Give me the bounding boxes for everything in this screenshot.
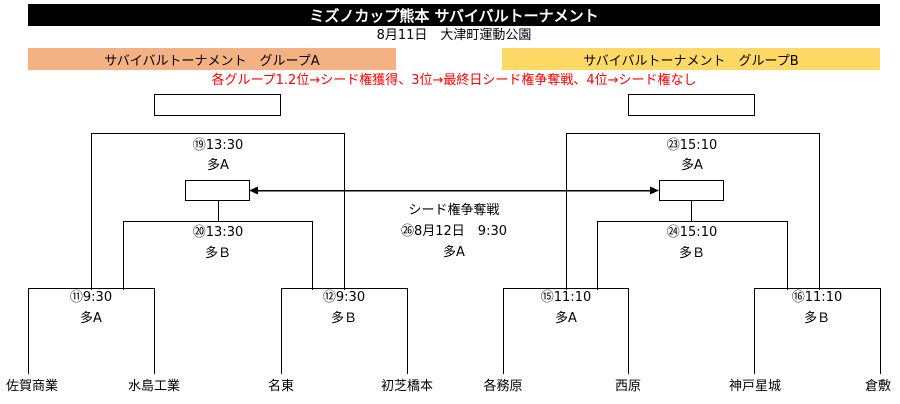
match-12-bracket <box>281 288 408 374</box>
group-a-winner-box <box>154 94 281 116</box>
group-a-header: サバイバルトーナメント グループA <box>28 48 396 70</box>
page-title: ミズノカップ熊本 サバイバルトーナメント <box>28 4 880 26</box>
team-hatsushiba-hashimoto: 初芝橋本 <box>380 379 434 394</box>
match-11-bracket <box>28 288 155 374</box>
team-saga-shogyo: 佐賀商業 <box>5 379 59 394</box>
group-a-loser-bracket <box>123 221 313 290</box>
seed-rules-notice: 各グループ1.2位→シード権獲得、3位→最終日シード権争奪戦、4位→シード権なし <box>211 73 697 88</box>
team-meito: 名東 <box>267 379 295 394</box>
match-23-time: ㉓15:10 <box>666 138 718 153</box>
team-mizushima-kogyo: 水島工業 <box>127 379 181 394</box>
match-19-time: ⑲13:30 <box>192 138 244 153</box>
match-23-venue: 多A <box>681 158 703 173</box>
match-11-venue: 多A <box>80 311 102 326</box>
match-24-venue: 多Ｂ <box>678 246 706 261</box>
match-20-venue: 多Ｂ <box>204 246 232 261</box>
group-a-final-bracket <box>91 133 345 290</box>
group-a-loser-box <box>185 180 250 201</box>
match-12-venue: 多Ｂ <box>330 311 358 326</box>
seed-match-schedule: ㉖8月12日 9:30 <box>400 224 508 239</box>
match-24-time: ㉔15:10 <box>666 225 718 240</box>
group-b-loser-bracket <box>597 221 788 290</box>
seed-match-venue: 多A <box>443 245 465 260</box>
group-b-winner-box <box>628 94 755 116</box>
team-kakamigahara: 各務原 <box>483 379 523 394</box>
group-b-final-bracket <box>566 133 820 290</box>
match-12-time: ⑫9:30 <box>322 290 366 305</box>
match-20-time: ⑳13:30 <box>192 225 244 240</box>
seed-match-title: シード権争奪戦 <box>408 203 500 218</box>
group-b-header: サバイバルトーナメント グループB <box>502 48 880 70</box>
match-15-time: ⑮11:10 <box>540 290 592 305</box>
team-kobe-seijo: 神戸星城 <box>728 379 782 394</box>
team-nishihara: 西原 <box>614 379 642 394</box>
match-15-venue: 多A <box>555 311 577 326</box>
team-kurashiki: 倉敷 <box>864 379 892 394</box>
group-b-loser-box <box>659 180 724 201</box>
match-16-bracket <box>754 288 881 374</box>
match-19-venue: 多A <box>207 158 229 173</box>
match-16-venue: 多Ｂ <box>803 311 831 326</box>
match-11-time: ⑪9:30 <box>69 290 113 305</box>
event-date-venue: 8月11日 大津町運動公園 <box>376 28 532 43</box>
match-15-bracket <box>503 288 629 374</box>
match-16-time: ⑯11:10 <box>791 290 843 305</box>
